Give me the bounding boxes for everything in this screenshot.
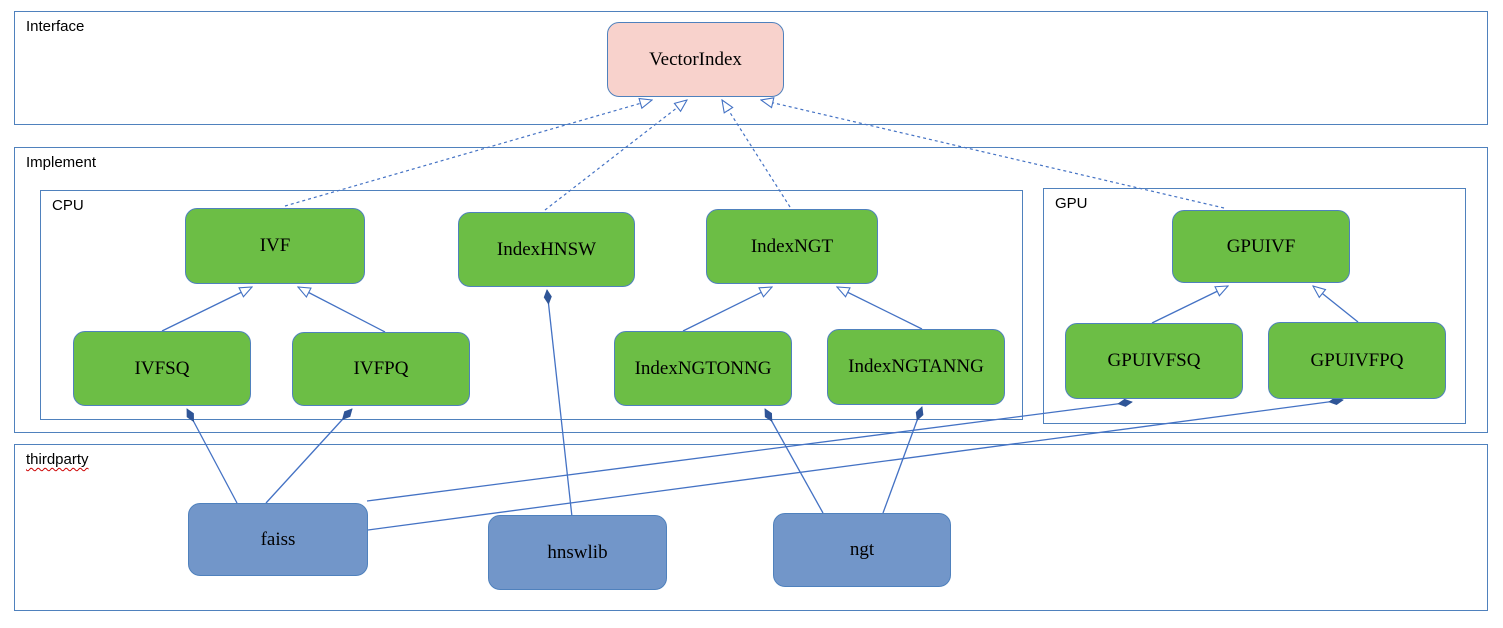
node-ivfpq: IVFPQ — [292, 332, 470, 406]
node-ivf: IVF — [185, 208, 365, 284]
node-faiss: faiss — [188, 503, 368, 576]
node-indexhnsw: IndexHNSW — [458, 212, 635, 287]
node-indexngt: IndexNGT — [706, 209, 878, 284]
node-gpuivfpq: GPUIVFPQ — [1268, 322, 1446, 399]
node-vectorindex: VectorIndex — [607, 22, 784, 97]
node-hnswlib: hnswlib — [488, 515, 667, 590]
group-interface-label: Interface — [26, 18, 85, 35]
group-gpu-label: GPU — [1055, 195, 1088, 212]
group-implement-label: Implement — [26, 154, 97, 171]
node-gpuivfsq: GPUIVFSQ — [1065, 323, 1243, 399]
group-thirdparty-label: thirdparty — [26, 451, 89, 468]
node-ivfsq: IVFSQ — [73, 331, 251, 406]
node-indexngtonng: IndexNGTONNG — [614, 331, 792, 406]
group-cpu-label: CPU — [52, 197, 84, 214]
node-indexngtanng: IndexNGTANNG — [827, 329, 1005, 405]
node-gpuivf: GPUIVF — [1172, 210, 1350, 283]
node-ngt: ngt — [773, 513, 951, 587]
